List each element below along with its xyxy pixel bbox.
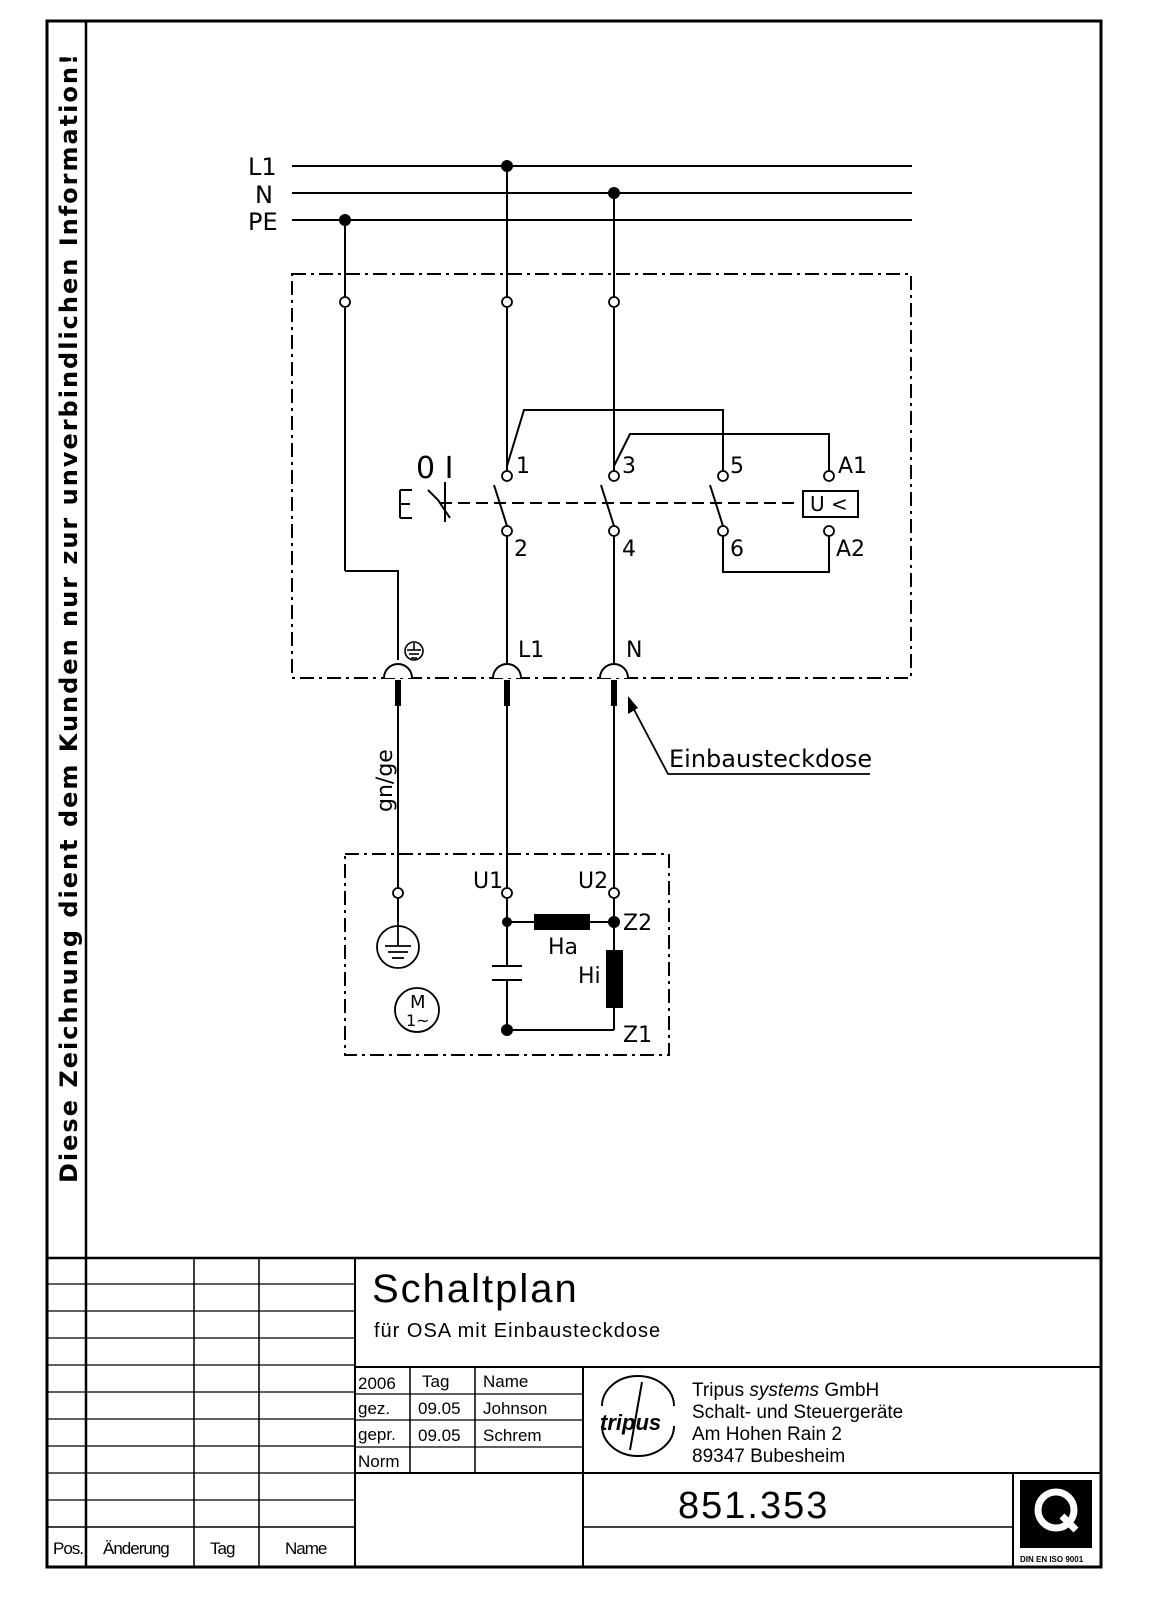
motor-junctions	[501, 916, 620, 1036]
relay-label: U <	[810, 492, 848, 516]
contact-2: 2	[514, 537, 528, 562]
company-name-pre: Tripus	[692, 1380, 744, 1401]
conductors	[344, 166, 830, 668]
callout-arrow	[628, 696, 870, 775]
plug-pins	[395, 680, 617, 706]
cable-color-label: gn/ge	[373, 749, 398, 812]
motor-ha: Ha	[548, 935, 578, 960]
rev-header-day: Tag	[210, 1539, 235, 1558]
iso-cert-logo	[1020, 1480, 1092, 1548]
tb-gepr-date: 09.05	[418, 1426, 461, 1445]
switch-enclosure	[291, 273, 912, 679]
company-line4: 89347 Bubesheim	[692, 1446, 845, 1467]
drawing-frame	[45, 19, 1103, 1569]
motor-symbol-m: M	[410, 992, 426, 1013]
logo-text: tripus	[600, 1410, 661, 1435]
motor-z2: Z2	[623, 911, 652, 936]
contact-1: 1	[516, 454, 530, 479]
motor-cable	[397, 706, 615, 888]
motor-terminals	[392, 887, 620, 899]
tb-norm: Norm	[358, 1452, 400, 1471]
contact-5: 5	[730, 454, 744, 479]
contact-4: 4	[622, 537, 636, 562]
company-line3: Am Hohen Rain 2	[692, 1424, 842, 1445]
company-line2: Schalt- und Steuergeräte	[692, 1402, 903, 1423]
rail-label-l1: L1	[248, 153, 277, 181]
switch-position-label: 0 I	[416, 451, 453, 486]
socket-contacts	[383, 663, 629, 679]
motor-enclosure	[344, 853, 670, 1056]
motor-u2: U2	[578, 869, 608, 894]
switch-contacts	[399, 482, 800, 527]
undervoltage-relay	[802, 490, 859, 518]
tb-col-tag: Tag	[422, 1372, 449, 1391]
drawing-title: Schaltplan	[372, 1267, 579, 1311]
tb-year: 2006	[358, 1374, 396, 1393]
company-name-post: GmbH	[824, 1380, 879, 1401]
tb-gez: gez.	[358, 1399, 390, 1418]
company-brand: systems	[749, 1380, 819, 1401]
terminals	[339, 296, 835, 537]
drawing-number: 851.353	[678, 1485, 829, 1527]
relay-a2: A2	[836, 537, 865, 562]
company-name: Tripus systems GmbH	[692, 1380, 879, 1401]
earth-icon	[404, 641, 424, 661]
tripus-logo	[601, 1375, 675, 1457]
relay-a1: A1	[838, 454, 867, 479]
tb-gepr: gepr.	[358, 1425, 396, 1444]
rev-header-name: Name	[285, 1539, 327, 1558]
rail-label-pe: PE	[248, 208, 278, 236]
motor-hi: Hi	[578, 964, 601, 989]
motor-u1: U1	[473, 869, 503, 894]
contact-6: 6	[730, 537, 744, 562]
supply-rails	[292, 165, 912, 221]
windings	[534, 914, 623, 1008]
tb-gez-date: 09.05	[418, 1399, 461, 1418]
motor-icon	[394, 987, 440, 1033]
callout-label: Einbausteckdose	[669, 745, 872, 773]
socket-l1-label: L1	[518, 638, 544, 663]
title-block-grid	[47, 1258, 1101, 1567]
iso-cert-text: DIN EN ISO 9001	[1020, 1555, 1084, 1564]
rev-header-change: Änderung	[103, 1539, 169, 1558]
motor-earth-icon	[376, 922, 420, 969]
motor-z1: Z1	[623, 1023, 652, 1048]
side-note: Diese Zeichnung dient dem Kunden nur zur…	[55, 52, 83, 1183]
drawing-subtitle: für OSA mit Einbausteckdose	[374, 1320, 661, 1342]
motor-symbol-type: 1~	[406, 1011, 430, 1030]
tb-gepr-name: Schrem	[483, 1426, 542, 1445]
contact-3: 3	[622, 454, 636, 479]
rev-header-pos: Pos.	[53, 1539, 83, 1558]
tb-gez-name: Johnson	[483, 1399, 547, 1418]
rail-label-n: N	[255, 181, 273, 209]
socket-n-label: N	[626, 638, 642, 663]
tb-col-name: Name	[483, 1372, 528, 1391]
